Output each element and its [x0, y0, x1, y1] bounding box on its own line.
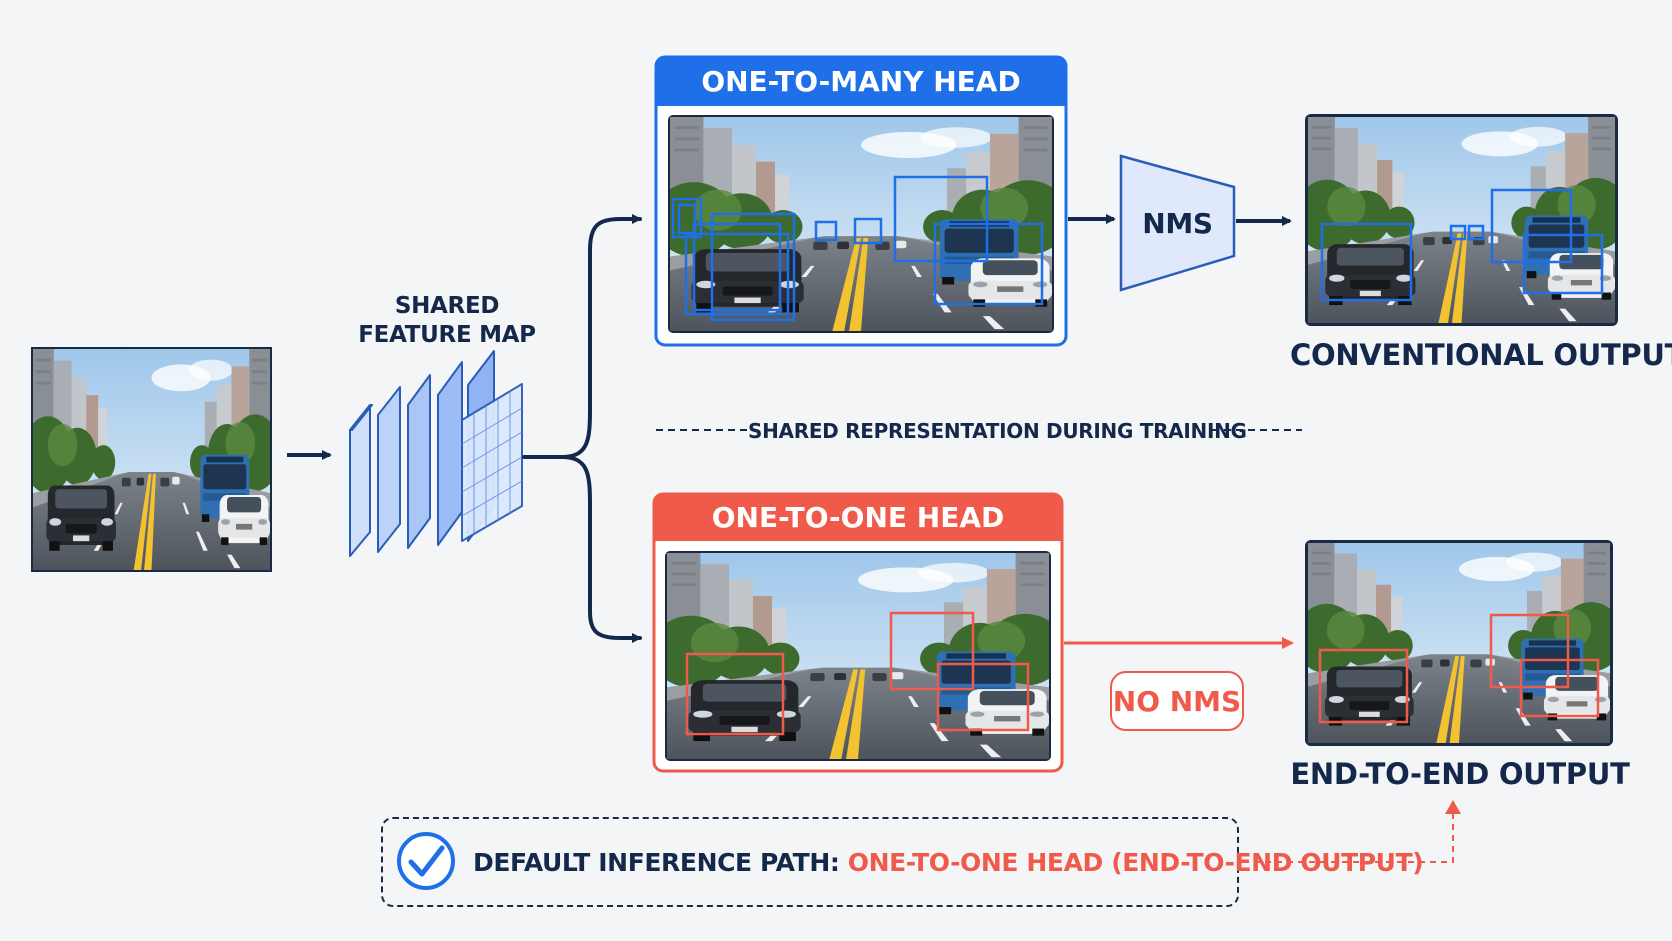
nms-label: NMS [1142, 207, 1213, 240]
input-image [31, 347, 272, 572]
end-to-end-output-image [1305, 540, 1613, 746]
legend-text: DEFAULT INFERENCE PATH: ONE-TO-ONE HEAD … [473, 847, 1424, 877]
split-connector [522, 214, 642, 643]
nms-block [1119, 154, 1236, 292]
one-to-many-head-panel [654, 55, 1068, 347]
one-to-one-title: ONE-TO-ONE HEAD [711, 501, 1005, 534]
feature-map-icon [349, 350, 523, 557]
one-to-many-detections [671, 175, 1044, 322]
one-to-one-detections [685, 611, 1030, 736]
conventional-output-label: CONVENTIONAL OUTPUT [1290, 338, 1672, 372]
check-circle-icon [397, 832, 455, 890]
no-nms-badge: NO NMS [1110, 671, 1244, 731]
feature-map-label-line2: FEATURE MAP [358, 322, 536, 348]
one-to-many-title: ONE-TO-MANY HEAD [701, 65, 1021, 98]
default-inference-legend: DEFAULT INFERENCE PATH: ONE-TO-ONE HEAD … [381, 817, 1424, 907]
legend-highlight: ONE-TO-ONE HEAD (END-TO-END OUTPUT) [847, 847, 1424, 877]
end-to-end-output-label: END-TO-END OUTPUT [1290, 757, 1630, 791]
legend-prefix: DEFAULT INFERENCE PATH: [473, 847, 840, 877]
legend-connector [1243, 800, 1461, 863]
shared-training-label: SHARED REPRESENTATION DURING TRAINING [748, 419, 1247, 443]
one-to-one-head-panel [652, 492, 1064, 773]
feature-map-label: SHARED FEATURE MAP [357, 292, 537, 350]
feature-map-label-line1: SHARED [394, 293, 500, 319]
conventional-output-image [1305, 114, 1618, 326]
